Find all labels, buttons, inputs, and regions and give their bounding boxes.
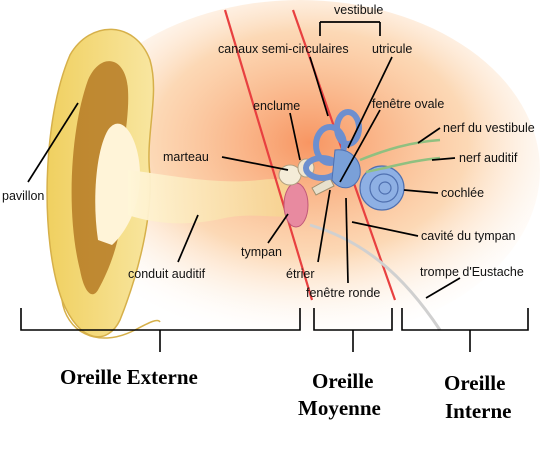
section-oreille-interne-line2: Interne [445, 399, 512, 423]
label-cochlee: cochlée [441, 186, 484, 200]
pointer-fenetre-ronde [345, 197, 349, 284]
eardrum-shape [283, 182, 309, 228]
section-oreille-externe: Oreille Externe [60, 365, 198, 389]
bracket-oreille-interne [401, 308, 529, 352]
pointer-etrier [317, 189, 331, 263]
pointer-pavillon [27, 102, 79, 183]
label-conduit-auditif: conduit auditif [128, 267, 206, 281]
cochlea-core [378, 181, 392, 195]
label-enclume: enclume [253, 99, 300, 113]
pointer-fenetre-ovale [339, 109, 381, 183]
section-oreille-moyenne-line1: Oreille [312, 369, 373, 393]
eustachian-tube [309, 223, 442, 331]
label-tympan: tympan [241, 245, 282, 259]
cochlea-turn [369, 173, 399, 203]
label-cavite-du-tympan: cavité du tympan [421, 229, 516, 243]
pointer-tympan [267, 213, 289, 244]
pointer-marteau [221, 156, 289, 171]
pointer-cavite [351, 221, 419, 237]
pointer-canaux [309, 56, 329, 117]
ear-canal-shape [128, 170, 300, 224]
label-pavillon: pavillon [2, 189, 44, 203]
ossicle-stirrup [311, 177, 335, 196]
label-vestibule: vestibule [334, 3, 383, 17]
bracket-oreille-externe [20, 308, 301, 352]
label-etrier: étrier [286, 267, 314, 281]
pointer-nerf-auditif [431, 157, 456, 161]
label-utricule: utricule [372, 42, 412, 56]
label-fenetre-ronde: fenêtre ronde [306, 286, 380, 300]
pointer-utricule [347, 56, 393, 149]
pointer-trompe [425, 277, 461, 299]
section-oreille-moyenne-line2: Moyenne [298, 396, 381, 420]
label-trompe-d-eustache: trompe d'Eustache [420, 265, 524, 279]
pointer-conduit [177, 214, 199, 263]
label-fenetre-ovale: fenêtre ovale [372, 97, 444, 111]
vestibular-nerve [359, 138, 441, 162]
section-oreille-interne-line1: Oreille [444, 371, 505, 395]
divider-line-left [223, 9, 314, 301]
label-nerf-auditif: nerf auditif [459, 151, 518, 165]
pointer-enclume [289, 112, 301, 161]
pointer-cochlee [403, 189, 439, 194]
label-nerf-du-vestibule: nerf du vestibule [443, 121, 535, 135]
bracket-oreille-moyenne [313, 308, 393, 352]
label-canaux-semi-circulaires: canaux semi-circulaires [218, 42, 349, 56]
earlobe [61, 299, 161, 339]
auditory-nerve [365, 156, 441, 174]
label-marteau: marteau [163, 150, 209, 164]
pointer-nerf-vestibule [417, 127, 441, 144]
